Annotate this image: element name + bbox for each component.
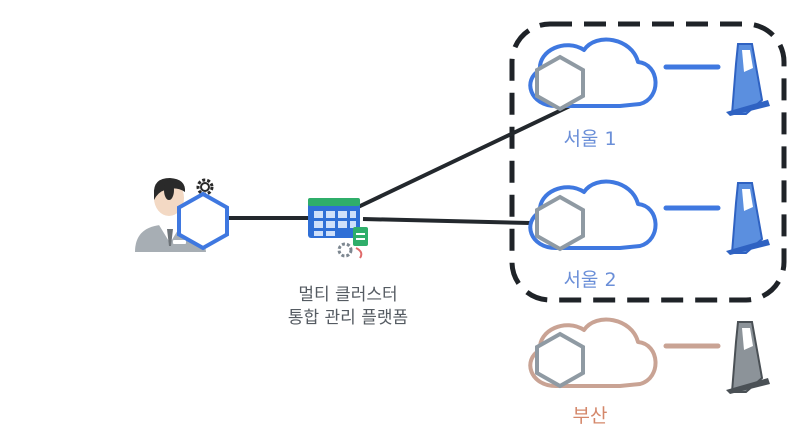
kiosk-icon-seoul2: [726, 182, 770, 255]
platform-label-line2: 통합 관리 플랫폼: [287, 308, 409, 328]
kiosk-icon-seoul1: [726, 43, 770, 116]
region-label-seoul2: 서울 2: [563, 269, 617, 291]
gear-icon: [196, 178, 214, 196]
admin-cluster-hexagon-icon: [177, 191, 229, 251]
region-label-seoul1: 서울 1: [563, 128, 617, 150]
kiosk-icon-busan: [726, 321, 770, 394]
management-platform-icon: [308, 198, 368, 259]
cluster-hexagon-icon-seoul1: [535, 54, 585, 112]
cluster-hexagon-icon-seoul2: [535, 194, 585, 252]
seoul-region-group: [509, 21, 787, 303]
platform-label: 멀티 클러스터 통합 관리 플랫폼: [258, 284, 438, 330]
platform-label-line1: 멀티 클러스터: [298, 285, 398, 305]
region-label-busan: 부산: [572, 405, 608, 427]
cluster-hexagon-icon-busan: [535, 331, 585, 389]
